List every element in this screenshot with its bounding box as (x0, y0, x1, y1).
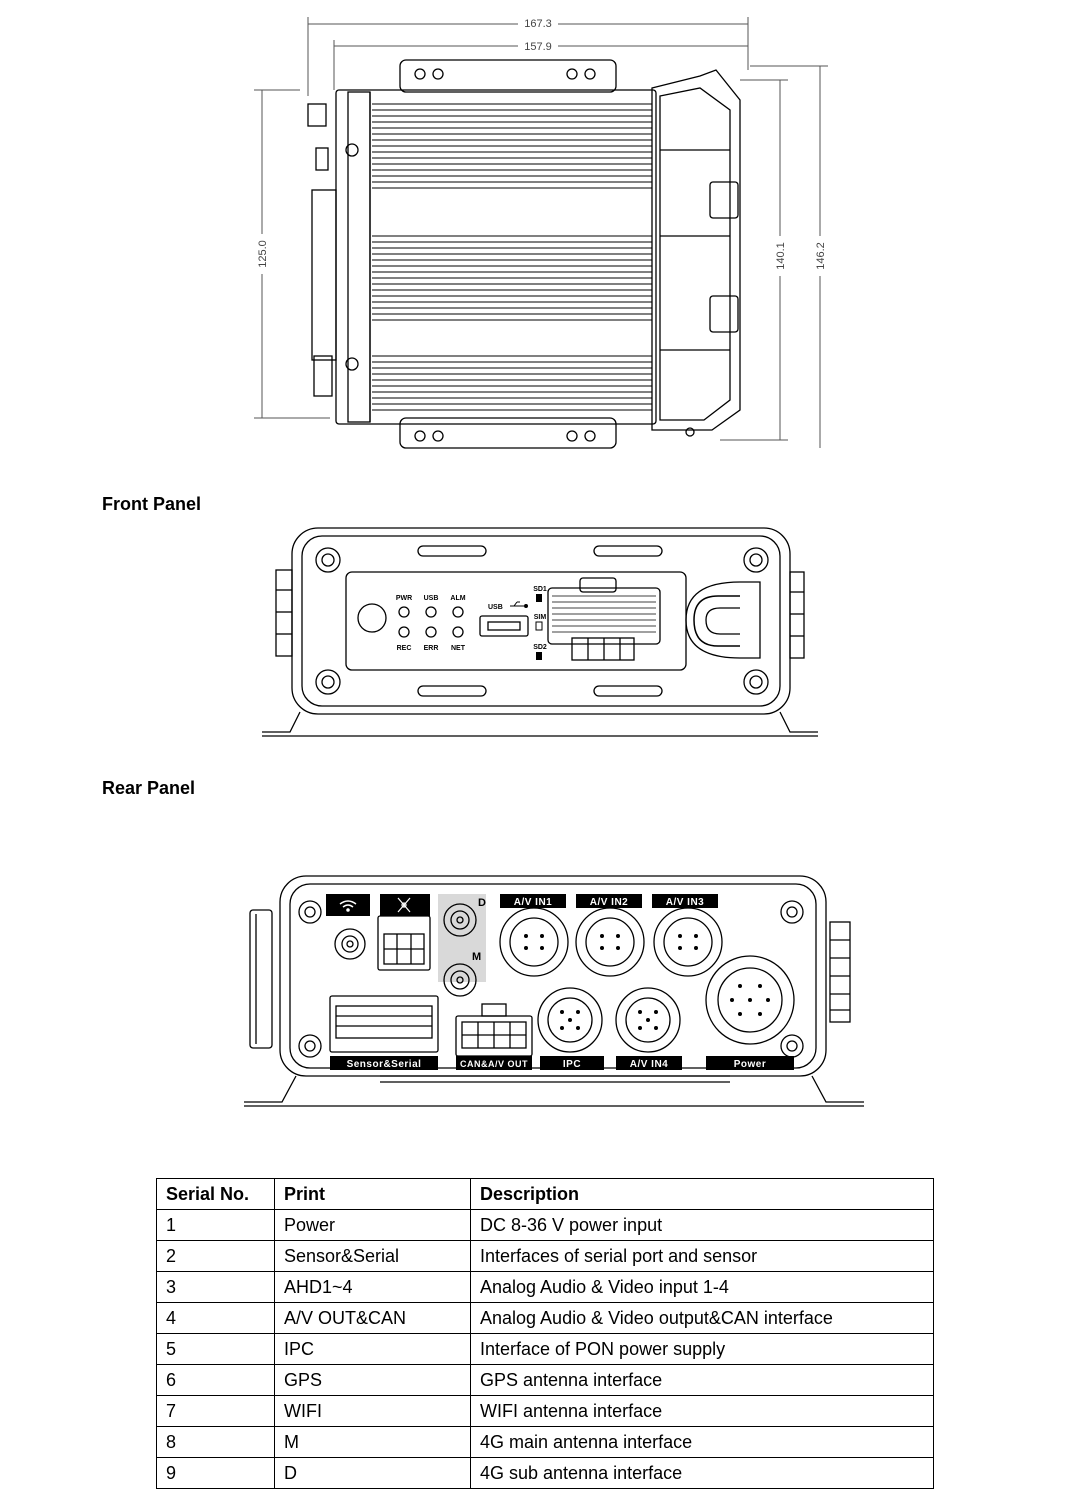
cell-print: AHD1~4 (274, 1271, 471, 1303)
cell-print: D (274, 1457, 471, 1489)
cell-serial-no: 3 (156, 1271, 275, 1303)
dim-overall-width: 167.3 (524, 18, 552, 30)
cell-print: A/V OUT&CAN (274, 1302, 471, 1334)
technical-drawing: 167.3 157.9 125.0 140.1 146.2 (244, 16, 864, 1107)
cell-description: 4G sub antenna interface (470, 1457, 934, 1489)
front-panel-drawing (262, 527, 818, 737)
top-view-drawing (254, 17, 828, 449)
card-label-sd2: SD2 (533, 644, 547, 651)
plate-power: Power (734, 1059, 767, 1070)
table-row: 7 WIFI WIFI antenna interface (156, 1395, 934, 1427)
led-label-err: ERR (424, 645, 439, 652)
table-row: 1 Power DC 8-36 V power input (156, 1209, 934, 1241)
cell-description: DC 8-36 V power input (470, 1209, 934, 1241)
antenna-label-m: M (472, 951, 481, 963)
cell-print: Power (274, 1209, 471, 1241)
cell-description: Analog Audio & Video input 1-4 (470, 1271, 934, 1303)
rear-panel-labels: D M A/V IN1 A/V IN2 A/V IN3 Sensor&Seria… (326, 894, 794, 1070)
interface-spec-table: Serial No. Print Description 1 Power DC … (156, 1178, 934, 1489)
header-description: Description (470, 1178, 934, 1210)
header-serial-no: Serial No. (156, 1178, 275, 1210)
card-label-sim: SIM (534, 614, 547, 621)
sd-card-icon (536, 594, 542, 602)
top-view-dimensions: 167.3 157.9 125.0 140.1 146.2 (255, 16, 827, 276)
plate-av-in1: A/V IN1 (514, 897, 553, 908)
wifi-icon (339, 900, 357, 912)
rear-panel-pins (524, 934, 770, 1030)
plate-av-in3: A/V IN3 (666, 897, 705, 908)
table-row: 2 Sensor&Serial Interfaces of serial por… (156, 1240, 934, 1272)
table-row: 8 M 4G main antenna interface (156, 1426, 934, 1458)
usb-label: USB (488, 604, 503, 611)
satellite-icon (397, 897, 411, 913)
cell-serial-no: 9 (156, 1457, 275, 1489)
led-label-usb: USB (424, 595, 439, 602)
led-label-pwr: PWR (396, 595, 412, 602)
plate-ipc: IPC (563, 1059, 581, 1070)
cell-serial-no: 2 (156, 1240, 275, 1272)
plate-av-in2: A/V IN2 (590, 897, 629, 908)
cell-print: Sensor&Serial (274, 1240, 471, 1272)
dim-height-left: 125.0 (257, 240, 269, 268)
antenna-label-d: D (478, 897, 486, 909)
table-row: 6 GPS GPS antenna interface (156, 1364, 934, 1396)
cell-serial-no: 1 (156, 1209, 275, 1241)
cell-description: GPS antenna interface (470, 1364, 934, 1396)
table-header-row: Serial No. Print Description (156, 1178, 934, 1210)
table-row: 5 IPC Interface of PON power supply (156, 1333, 934, 1365)
plate-sensor-serial: Sensor&Serial (347, 1059, 422, 1070)
rear-panel-heading: Rear Panel (102, 778, 196, 798)
table-row: 4 A/V OUT&CAN Analog Audio & Video outpu… (156, 1302, 934, 1334)
dim-height-outer: 146.2 (815, 242, 827, 270)
cell-description: Interface of PON power supply (470, 1333, 934, 1365)
cell-description: WIFI antenna interface (470, 1395, 934, 1427)
sim-card-icon (535, 621, 543, 631)
plate-can-av-out: CAN&A/V OUT (460, 1059, 528, 1069)
cell-print: GPS (274, 1364, 471, 1396)
card-label-sd1: SD1 (533, 586, 547, 593)
cell-print: IPC (274, 1333, 471, 1365)
gps-plate (380, 894, 430, 916)
cell-description: 4G main antenna interface (470, 1426, 934, 1458)
cell-print: M (274, 1426, 471, 1458)
led-label-rec: REC (397, 645, 412, 652)
sd-card-icon (536, 652, 542, 660)
cell-serial-no: 7 (156, 1395, 275, 1427)
dim-height-right: 140.1 (775, 242, 787, 270)
cell-description: Interfaces of serial port and sensor (470, 1240, 934, 1272)
usb-symbol-icon (510, 601, 528, 608)
cell-serial-no: 8 (156, 1426, 275, 1458)
table-row: 3 AHD1~4 Analog Audio & Video input 1-4 (156, 1271, 934, 1303)
cell-serial-no: 4 (156, 1302, 275, 1334)
cell-serial-no: 5 (156, 1333, 275, 1365)
led-label-net: NET (451, 645, 466, 652)
front-panel-labels: PWR USB ALM REC ERR NET USB SD1 SIM SD2 (396, 586, 547, 660)
cell-serial-no: 6 (156, 1364, 275, 1396)
header-print: Print (274, 1178, 471, 1210)
cell-description: Analog Audio & Video output&CAN interfac… (470, 1302, 934, 1334)
table-row: 9 D 4G sub antenna interface (156, 1457, 934, 1489)
dim-inner-width: 157.9 (524, 41, 552, 53)
led-label-alm: ALM (450, 595, 465, 602)
front-panel-heading: Front Panel (102, 494, 202, 514)
plate-av-in4: A/V IN4 (630, 1059, 669, 1070)
cell-print: WIFI (274, 1395, 471, 1427)
